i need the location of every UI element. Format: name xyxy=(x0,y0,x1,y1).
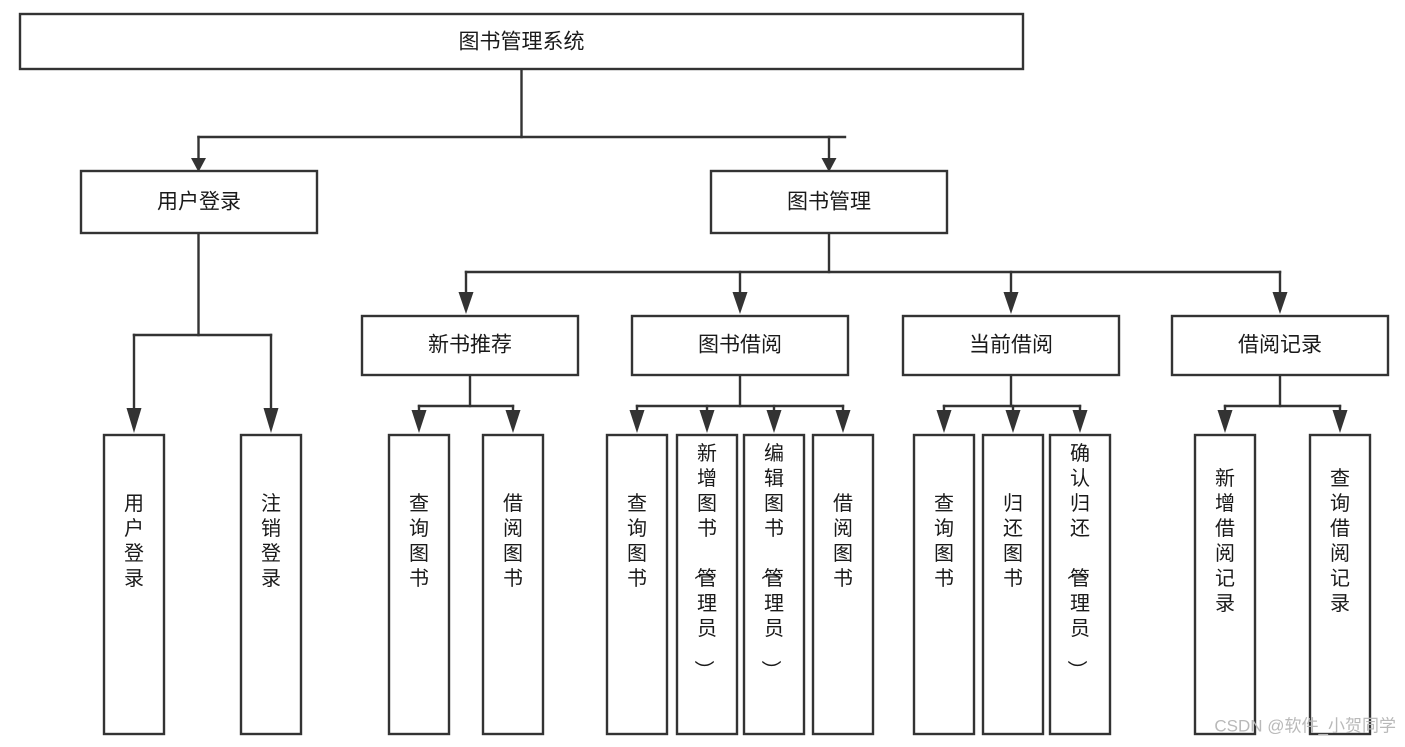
node-leaf-user-logout-box[interactable] xyxy=(239,433,303,736)
node-new-book-recommend[interactable]: 新书推荐 xyxy=(360,314,580,377)
csdn-watermark: CSDN @软件_小贺同学 xyxy=(1214,716,1396,735)
node-new-book-recommend-label: 新书推荐 xyxy=(428,334,512,357)
node-leaf-query-book-3-label: 查询图书 xyxy=(934,492,954,590)
node-leaf-add-book[interactable]: 新增图书（管理员） xyxy=(675,433,739,736)
arrowhead-book-manage xyxy=(821,158,837,172)
arrowhead-user-login xyxy=(191,158,206,172)
arrowhead-leaf-query-book-2 xyxy=(629,410,645,433)
arrowhead-leaf-user-logout xyxy=(263,408,279,433)
node-leaf-query-record-label: 查询借阅记录 xyxy=(1330,467,1350,615)
node-book-manage-box[interactable] xyxy=(709,169,949,235)
node-leaf-user-login[interactable]: 用户登录 xyxy=(102,433,166,736)
node-book-borrow-box[interactable] xyxy=(630,314,850,377)
node-borrow-record-box[interactable] xyxy=(1170,314,1390,377)
node-leaf-query-book-3[interactable]: 查询图书 xyxy=(912,433,976,736)
arrowhead-leaf-borrow-book-2 xyxy=(835,410,851,433)
arrowhead-leaf-borrow-book-1 xyxy=(505,410,521,433)
node-leaf-confirm-return[interactable]: 确认归还（管理员） xyxy=(1048,433,1112,736)
node-leaf-query-book-2-box[interactable] xyxy=(605,433,669,736)
arrowhead-new-book-recommend xyxy=(458,292,474,314)
arrowhead-leaf-user-login xyxy=(126,408,142,433)
node-leaf-borrow-book-2-box[interactable] xyxy=(811,433,875,736)
arrowhead-leaf-edit-book xyxy=(766,410,782,433)
node-leaf-borrow-book-2-label: 借阅图书 xyxy=(833,492,853,590)
node-leaf-edit-book-box[interactable] xyxy=(742,433,806,736)
node-user-login-box[interactable] xyxy=(79,169,319,235)
node-book-borrow-label: 图书借阅 xyxy=(698,334,782,357)
node-leaf-user-login-box[interactable] xyxy=(102,433,166,736)
node-leaf-user-logout[interactable]: 注销登录 xyxy=(239,433,303,736)
arrowhead-leaf-query-book-3 xyxy=(936,410,952,433)
arrowhead-leaf-query-record xyxy=(1332,410,1348,433)
arrowhead-leaf-query-book-1 xyxy=(411,410,427,433)
arrowhead-leaf-confirm-return xyxy=(1072,410,1088,433)
node-user-login[interactable]: 用户登录 xyxy=(79,169,319,235)
node-leaf-confirm-return-box[interactable] xyxy=(1048,433,1112,736)
node-leaf-query-record-box[interactable] xyxy=(1308,433,1372,736)
node-leaf-return-book-box[interactable] xyxy=(981,433,1045,736)
node-leaf-add-record[interactable]: 新增借阅记录 xyxy=(1193,433,1257,736)
node-borrow-record-label: 借阅记录 xyxy=(1238,334,1322,357)
node-leaf-add-record-label: 新增借阅记录 xyxy=(1215,467,1235,615)
node-leaf-query-book-2[interactable]: 查询图书 xyxy=(605,433,669,736)
node-leaf-add-book-label: 新增图书（管理员） xyxy=(692,442,717,680)
node-current-borrow[interactable]: 当前借阅 xyxy=(901,314,1121,377)
node-root-box[interactable] xyxy=(18,12,1025,71)
node-leaf-borrow-book-1-box[interactable] xyxy=(481,433,545,736)
node-current-borrow-box[interactable] xyxy=(901,314,1121,377)
arrowhead-leaf-add-book xyxy=(699,410,715,433)
node-leaf-confirm-return-label: 确认归还（管理员） xyxy=(1065,442,1090,680)
node-book-manage[interactable]: 图书管理 xyxy=(709,169,949,235)
node-book-borrow[interactable]: 图书借阅 xyxy=(630,314,850,377)
node-leaf-add-record-box[interactable] xyxy=(1193,433,1257,736)
node-leaf-borrow-book-2[interactable]: 借阅图书 xyxy=(811,433,875,736)
node-leaf-user-logout-label: 注销登录 xyxy=(261,492,281,590)
node-leaf-query-book-1-label: 查询图书 xyxy=(409,492,429,590)
node-leaf-query-book-3-box[interactable] xyxy=(912,433,976,736)
arrowhead-borrow-record xyxy=(1272,292,1288,314)
node-leaf-query-book-1-box[interactable] xyxy=(387,433,451,736)
node-root[interactable]: 图书管理系统 xyxy=(18,12,1025,71)
node-leaf-borrow-book-1-label: 借阅图书 xyxy=(503,492,523,590)
node-leaf-borrow-book-1[interactable]: 借阅图书 xyxy=(481,433,545,736)
node-user-login-label: 用户登录 xyxy=(157,191,241,214)
connector-layer xyxy=(126,67,1348,433)
arrowhead-book-borrow xyxy=(732,292,748,314)
node-root-label: 图书管理系统 xyxy=(459,31,585,54)
arrowhead-leaf-add-record xyxy=(1217,410,1233,433)
node-new-book-recommend-box[interactable] xyxy=(360,314,580,377)
node-leaf-query-book-1[interactable]: 查询图书 xyxy=(387,433,451,736)
node-leaf-return-book[interactable]: 归还图书 xyxy=(981,433,1045,736)
arrowhead-current-borrow xyxy=(1003,292,1019,314)
node-borrow-record[interactable]: 借阅记录 xyxy=(1170,314,1390,377)
arrowhead-leaf-return-book xyxy=(1005,410,1021,433)
node-leaf-user-login-label: 用户登录 xyxy=(124,493,144,590)
node-leaf-edit-book-label: 编辑图书（管理员） xyxy=(759,442,784,680)
node-leaf-query-book-2-label: 查询图书 xyxy=(627,492,647,590)
node-leaf-query-record[interactable]: 查询借阅记录 xyxy=(1308,433,1372,736)
node-leaf-add-book-box[interactable] xyxy=(675,433,739,736)
node-leaf-edit-book[interactable]: 编辑图书（管理员） xyxy=(742,433,806,736)
node-current-borrow-label: 当前借阅 xyxy=(969,334,1053,357)
node-book-manage-label: 图书管理 xyxy=(787,191,871,214)
node-leaf-return-book-label: 归还图书 xyxy=(1003,492,1023,590)
